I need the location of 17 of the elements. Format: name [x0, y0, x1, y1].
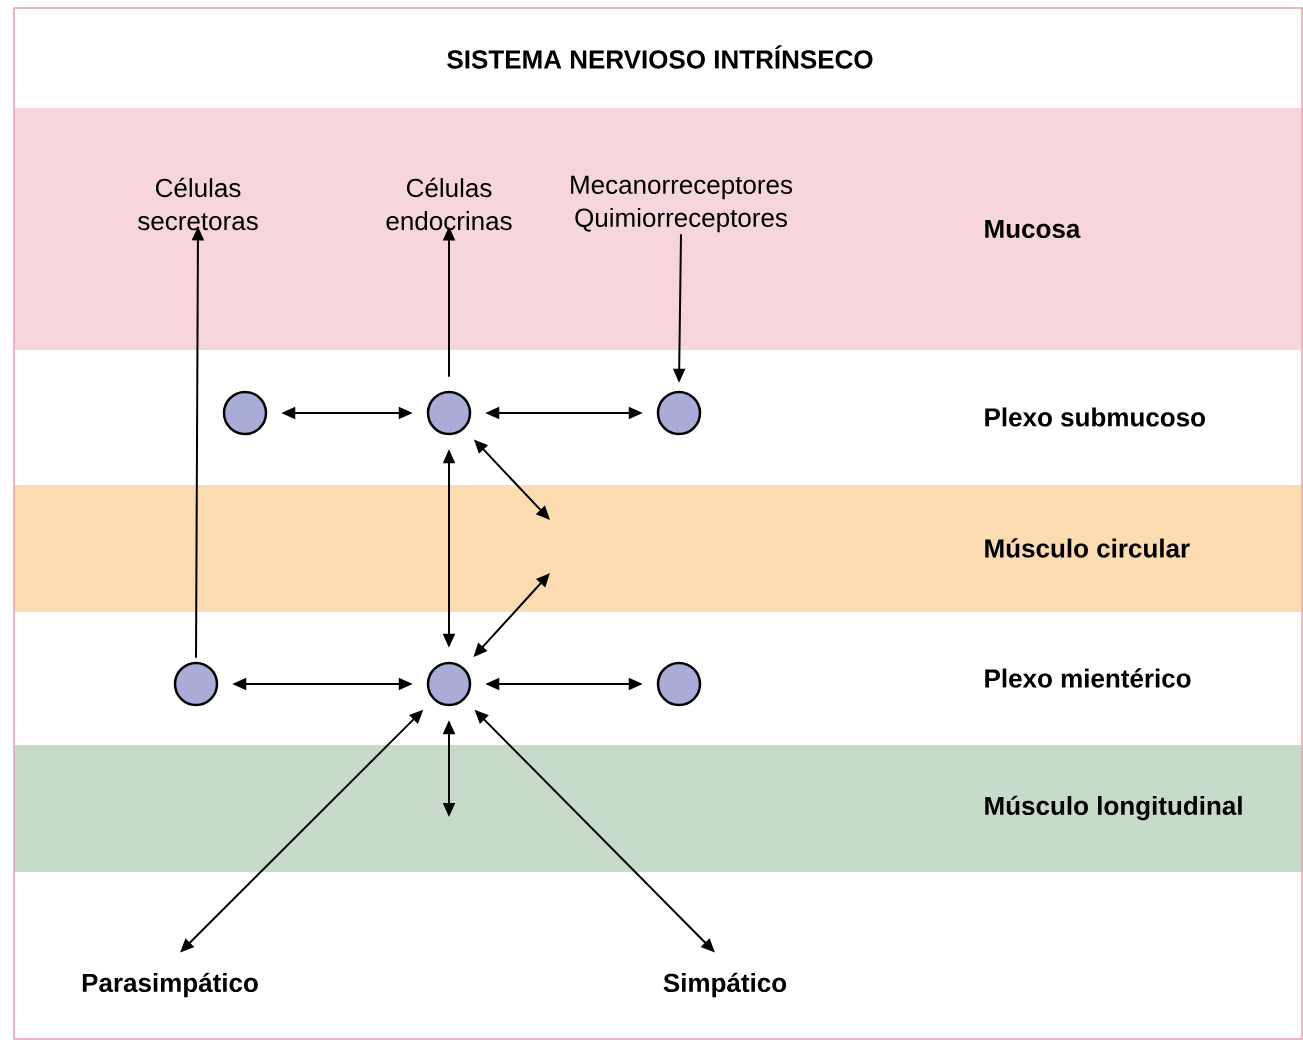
neuron-circle — [426, 661, 472, 707]
layer-label: Plexo submucoso — [985, 407, 1205, 427]
layer-label: Músculo circular — [985, 538, 1190, 558]
title: SISTEMA NERVIOSO INTRÍNSECO — [447, 45, 873, 69]
neuron-circle — [173, 661, 219, 707]
neuron-circle — [222, 390, 268, 436]
neuron-circle — [656, 661, 702, 707]
cell-label: Mecanorreceptores Quimiorreceptores — [571, 175, 793, 233]
neuron-circle — [426, 390, 472, 436]
layer-label: Plexo mientérico — [985, 668, 1191, 688]
nerve-label: Parasimpático — [82, 972, 258, 998]
neuron-circle — [656, 390, 702, 436]
layer-label: Mucosa — [985, 219, 1081, 239]
cell-label: Células endocrinas — [386, 177, 512, 231]
cell-label: Células secretoras — [138, 177, 258, 231]
nerve-label: Simpático — [663, 972, 787, 998]
layer-label: Músculo longitudinal — [985, 795, 1242, 821]
